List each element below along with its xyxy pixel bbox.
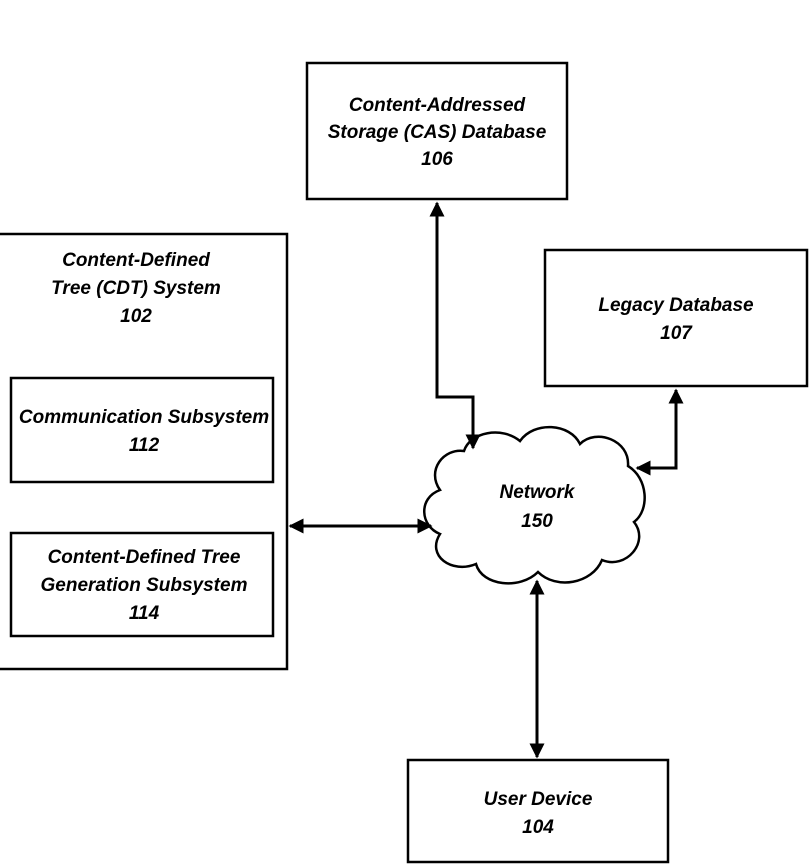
legacy-database-ref: 107 xyxy=(660,323,693,344)
cdt-system-ref: 102 xyxy=(120,306,152,327)
network-ref: 150 xyxy=(521,511,553,532)
legacy-database-label: Legacy Database xyxy=(598,295,754,316)
user-device-label: User Device xyxy=(484,789,593,810)
legacy-database-node[interactable]: Legacy Database 107 xyxy=(545,250,807,386)
network-cloud-shape xyxy=(424,427,644,583)
cdt-generation-subsystem-label-line2: Generation Subsystem xyxy=(41,575,248,596)
cdt-system-label-line2: Tree (CDT) System xyxy=(51,278,221,299)
cas-database-node[interactable]: Content-Addressed Storage (CAS) Database… xyxy=(307,63,567,199)
user-device-ref: 104 xyxy=(522,817,554,838)
network-node[interactable]: Network 150 xyxy=(424,427,644,583)
cdt-system-label-line1: Content-Defined xyxy=(62,250,210,271)
user-device-node[interactable]: User Device 104 xyxy=(408,760,668,862)
network-label: Network xyxy=(500,482,576,503)
user-device-box xyxy=(408,760,668,862)
cas-database-label-line2: Storage (CAS) Database xyxy=(328,122,547,143)
cas-database-label-line1: Content-Addressed xyxy=(349,95,526,116)
communication-subsystem-box xyxy=(11,378,273,482)
cdt-generation-subsystem-node[interactable]: Content-Defined Tree Generation Subsyste… xyxy=(11,533,273,636)
communication-subsystem-label: Communication Subsystem xyxy=(19,407,269,428)
cas-database-ref: 106 xyxy=(421,149,453,170)
cdt-generation-subsystem-label-line1: Content-Defined Tree xyxy=(48,547,241,568)
legacy-database-box xyxy=(545,250,807,386)
connector-cas-network xyxy=(437,203,473,448)
communication-subsystem-node[interactable]: Communication Subsystem 112 xyxy=(11,378,273,482)
connector-legacy-network xyxy=(637,390,676,468)
communication-subsystem-ref: 112 xyxy=(129,435,160,456)
cdt-generation-subsystem-ref: 114 xyxy=(129,603,160,624)
